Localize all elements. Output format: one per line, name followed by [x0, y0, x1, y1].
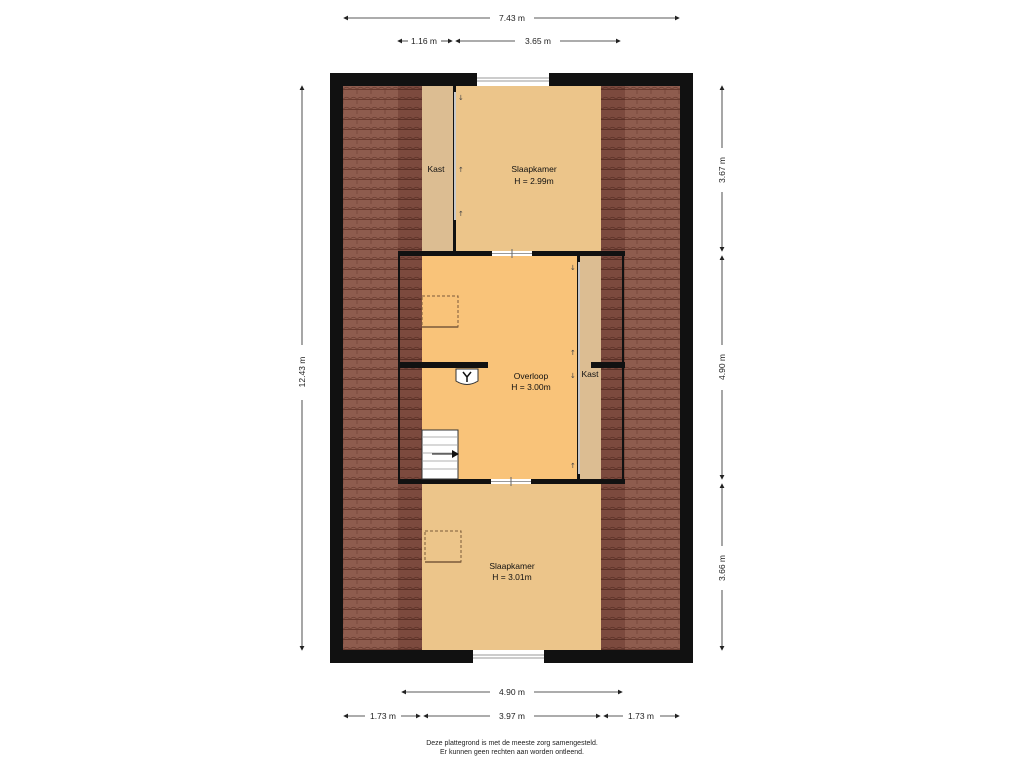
svg-text:1.16 m: 1.16 m: [411, 36, 437, 46]
dimension-left-total: 12.43 m: [297, 85, 307, 651]
footer-line-2: Er kunnen geen rechten aan worden ontlee…: [440, 749, 584, 756]
dimension-bottom-inner: 4.90 m: [401, 687, 623, 697]
boiler-icon: [455, 368, 479, 385]
svg-text:↓: ↓: [570, 264, 576, 272]
sliding-door-right: [578, 262, 580, 474]
svg-text:3.65 m: 3.65 m: [525, 36, 551, 46]
svg-text:3.66 m: 3.66 m: [717, 555, 727, 581]
roof-right: [625, 86, 680, 650]
svg-text:↑: ↑: [458, 210, 464, 218]
slaapkamer-top: [456, 86, 601, 251]
dimension-top-total: 7.43 m: [343, 13, 680, 23]
svg-text:4.90 m: 4.90 m: [499, 687, 525, 697]
skylight-icon: [424, 530, 462, 563]
dimension-right-bottom: 3.66 m: [717, 483, 727, 651]
stairs-icon: [421, 429, 459, 480]
wall-stub-right: [591, 362, 625, 368]
slaapkamer-top-height: H = 2.99m: [514, 176, 553, 186]
sliding-door-top: [454, 92, 456, 220]
overloop-label: Overloop: [514, 371, 549, 381]
kast-right-label: Kast: [581, 369, 599, 379]
svg-text:1.73 m: 1.73 m: [370, 711, 396, 721]
svg-text:7.43 m: 7.43 m: [499, 13, 525, 23]
svg-text:↓: ↓: [570, 372, 576, 380]
skylight-icon: [421, 295, 459, 328]
dimension-bottom-left: 1.73 m: [343, 711, 421, 721]
top-window: [477, 73, 549, 86]
wall-stub-left: [398, 362, 488, 368]
bottom-window: [473, 650, 544, 663]
slaapkamer-bottom-label: Slaapkamer: [489, 561, 535, 571]
slaapkamer-bottom: [422, 484, 601, 650]
svg-text:↓: ↓: [458, 94, 464, 102]
dimension-right-mid: 4.90 m: [717, 255, 727, 480]
slaapkamer-bottom-height: H = 3.01m: [492, 572, 531, 582]
dimension-right-top: 3.67 m: [717, 85, 727, 252]
svg-text:3.97 m: 3.97 m: [499, 711, 525, 721]
kast-right: [580, 256, 601, 479]
dimension-bottom-mid: 3.97 m: [423, 711, 601, 721]
svg-text:↑: ↑: [570, 462, 576, 470]
kast-top: [422, 86, 453, 251]
footer-line-1: Deze plattegrond is met de meeste zorg s…: [426, 740, 598, 747]
dimension-bottom-right: 1.73 m: [603, 711, 680, 721]
svg-text:↑: ↑: [570, 349, 576, 357]
svg-text:12.43 m: 12.43 m: [297, 357, 307, 388]
kast-top-label: Kast: [427, 164, 445, 174]
dimension-top-right: 3.65 m: [455, 36, 621, 46]
svg-text:↑: ↑: [458, 166, 464, 174]
roof-left: [343, 86, 398, 650]
svg-text:1.73 m: 1.73 m: [628, 711, 654, 721]
dimension-top-left: 1.16 m: [397, 36, 453, 46]
slaapkamer-top-label: Slaapkamer: [511, 164, 557, 174]
overloop-height: H = 3.00m: [511, 382, 550, 392]
svg-text:4.90 m: 4.90 m: [717, 354, 727, 380]
svg-text:3.67 m: 3.67 m: [717, 157, 727, 183]
